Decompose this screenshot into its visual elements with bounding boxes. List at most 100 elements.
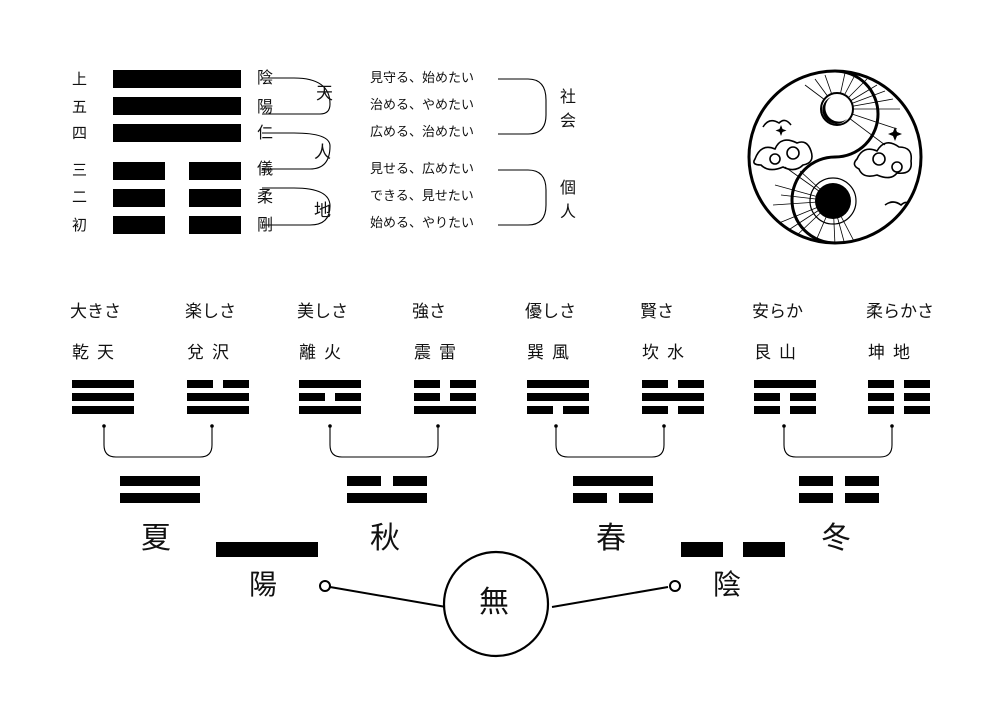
- trigram-line-yin: [414, 380, 440, 388]
- position-label-1: 初: [72, 218, 87, 233]
- hexagram-line-yin: [113, 216, 165, 234]
- hexagram-line-yin: [113, 162, 165, 180]
- trigram-line-yin: [904, 393, 930, 401]
- trigram-quality-label: 大きさ: [70, 304, 121, 321]
- line-name: 陰: [257, 70, 273, 86]
- trigram-name-label: 兌沢: [187, 345, 237, 362]
- hexagram-line-yin: [189, 162, 241, 180]
- yang-label: 陽: [249, 571, 277, 599]
- trigram-line-yin: [678, 406, 704, 414]
- trigram-line-yin: [527, 406, 553, 414]
- trigram-quality-label: 柔らかさ: [866, 304, 934, 321]
- position-label-5: 五: [72, 100, 87, 115]
- yin-label: 陰: [713, 571, 741, 599]
- position-label-3: 三: [72, 163, 87, 178]
- trigram-line-yin: [335, 393, 361, 401]
- power-heaven-label: 天: [316, 86, 333, 103]
- trigram-line-yin: [790, 406, 816, 414]
- power-human-label: 人: [314, 145, 331, 162]
- trigram-name-label: 乾天: [72, 345, 122, 362]
- season-line-yin: [845, 493, 879, 503]
- trigram-line-yin: [642, 380, 668, 388]
- trigram-line-yin: [790, 393, 816, 401]
- season-line-yang: [347, 493, 427, 503]
- season-line-yin: [799, 493, 833, 503]
- trigram-line-yin: [563, 406, 589, 414]
- season-line-yin: [393, 476, 427, 486]
- hexagram-line-yang: [113, 124, 241, 142]
- trigram-quality-label: 安らか: [752, 304, 803, 321]
- line-name: 柔: [257, 189, 273, 205]
- yin-yang-emblem: [745, 67, 925, 247]
- phrase: 治める、やめたい: [370, 99, 474, 112]
- season-line-yin: [845, 476, 879, 486]
- season-label-summer: 夏: [141, 524, 171, 554]
- trigram-name-label: 艮山: [754, 345, 804, 362]
- hexagram-line-yin: [189, 216, 241, 234]
- trigram-line-yin: [904, 380, 930, 388]
- trigram-quality-label: 賢さ: [640, 304, 674, 321]
- trigram-line-yin: [904, 406, 930, 414]
- phrase: 見せる、広めたい: [370, 163, 474, 176]
- society-label: 社会: [560, 85, 578, 133]
- phrase: 始める、やりたい: [370, 217, 474, 230]
- trigram-line-yin: [223, 380, 249, 388]
- trigram-line-yang: [72, 406, 134, 414]
- hexagram-line-yang: [113, 70, 241, 88]
- phrase: 広める、治めたい: [370, 126, 474, 139]
- season-label-spring: 春: [596, 524, 626, 554]
- season-line-yin: [619, 493, 653, 503]
- trigram-line-yin: [678, 380, 704, 388]
- trigram-name-label: 坎水: [642, 345, 692, 362]
- trigram-line-yang: [299, 406, 361, 414]
- season-label-winter: 冬: [821, 524, 851, 554]
- position-label-2: 二: [72, 190, 87, 205]
- trigram-line-yin: [868, 380, 894, 388]
- line-name: 剛: [257, 217, 273, 233]
- phrase: 見守る、始めたい: [370, 72, 474, 85]
- void-label: 無: [479, 588, 509, 618]
- trigram-quality-label: 強さ: [412, 304, 446, 321]
- trigram-line-yin: [414, 393, 440, 401]
- yang-line: [216, 542, 318, 557]
- hexagram-line-yin: [189, 189, 241, 207]
- trigram-line-yin: [187, 380, 213, 388]
- yin-line-left: [681, 542, 723, 557]
- trigram-line-yang: [414, 406, 476, 414]
- season-line-yin: [347, 476, 381, 486]
- season-label-autumn: 秋: [370, 524, 400, 554]
- position-label-4: 四: [72, 126, 87, 141]
- season-line-yang: [120, 476, 200, 486]
- line-name: 仁: [257, 125, 273, 141]
- trigram-name-label: 震雷: [414, 345, 464, 362]
- trigram-line-yang: [72, 380, 134, 388]
- trigram-quality-label: 楽しさ: [185, 304, 236, 321]
- trigram-line-yang: [527, 380, 589, 388]
- phrase: できる、見せたい: [370, 190, 474, 203]
- trigram-line-yang: [642, 393, 704, 401]
- trigram-quality-label: 美しさ: [297, 304, 348, 321]
- season-line-yang: [573, 476, 653, 486]
- trigram-line-yang: [72, 393, 134, 401]
- trigram-line-yin: [754, 393, 780, 401]
- season-line-yin: [799, 476, 833, 486]
- trigram-line-yin: [754, 406, 780, 414]
- trigram-line-yang: [299, 380, 361, 388]
- trigram-line-yin: [450, 393, 476, 401]
- trigram-line-yin: [450, 380, 476, 388]
- hexagram-line-yin: [113, 189, 165, 207]
- power-earth-label: 地: [314, 203, 331, 220]
- trigram-line-yin: [868, 393, 894, 401]
- trigram-quality-label: 優しさ: [525, 304, 576, 321]
- trigram-line-yin: [642, 406, 668, 414]
- trigram-name-label: 巽風: [527, 345, 577, 362]
- season-line-yang: [120, 493, 200, 503]
- trigram-line-yang: [187, 393, 249, 401]
- trigram-line-yang: [754, 380, 816, 388]
- position-label-6: 上: [72, 72, 87, 87]
- individual-label: 個人: [560, 176, 578, 224]
- trigram-line-yin: [868, 406, 894, 414]
- hexagram-line-yang: [113, 97, 241, 115]
- line-name: 儀: [257, 161, 273, 177]
- trigram-line-yang: [187, 406, 249, 414]
